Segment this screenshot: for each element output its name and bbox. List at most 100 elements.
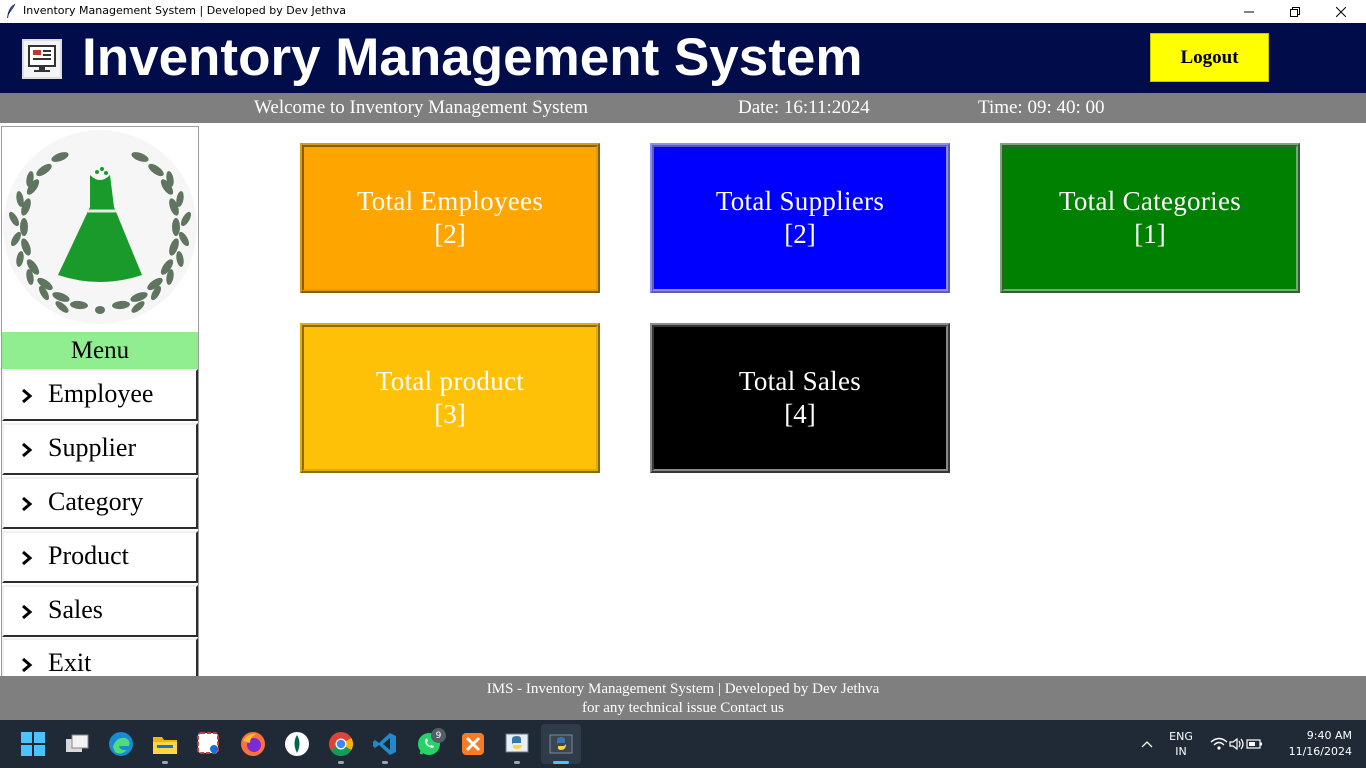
clock-date: 11/16/2024 (1288, 745, 1352, 758)
chevron-right-icon (22, 604, 33, 620)
card-value: [3] (434, 399, 466, 429)
left-menu: Menu Employee Supplier Category Product … (1, 126, 199, 676)
tk-feather-icon (7, 3, 16, 18)
card-title: Total Sales (738, 366, 862, 396)
welcome-text: Welcome to Inventory Management System (254, 97, 589, 118)
chevron-right-icon (22, 657, 33, 673)
menu-item-sales[interactable]: Sales (2, 585, 198, 637)
taskbar-file-explorer[interactable] (151, 730, 179, 758)
menu-item-employee[interactable]: Employee (2, 369, 198, 421)
menu-item-product[interactable]: Product (2, 531, 198, 583)
taskbar-snipping-tool[interactable] (195, 730, 223, 758)
card-total-product: Total product [3] (300, 323, 600, 473)
logout-button[interactable]: Logout (1150, 33, 1269, 82)
clock[interactable]: 9:40 AM 11/16/2024 (1284, 729, 1352, 758)
minimize-icon (1244, 11, 1254, 12)
window-titlebar: Inventory Management System | Developed … (0, 0, 1366, 23)
volume-icon (1229, 737, 1244, 751)
card-title: Total Suppliers (715, 186, 885, 216)
vscode-icon (373, 733, 396, 755)
language-indicator[interactable]: ENG IN (1166, 730, 1196, 758)
taskbar-xampp[interactable] (459, 730, 487, 758)
taskbar-chrome[interactable] (327, 730, 355, 758)
taskbar-python-app[interactable] (547, 730, 575, 758)
app-title: Inventory Management System (82, 28, 863, 87)
close-button[interactable] (1318, 0, 1364, 23)
clock-time: 9:40 AM (1306, 729, 1352, 742)
minimize-button[interactable] (1226, 0, 1272, 23)
chevron-right-icon (22, 550, 33, 566)
menu-item-label: Exit (48, 648, 92, 676)
file-explorer-icon (153, 737, 177, 754)
card-title: Total Categories (1058, 186, 1242, 216)
language-code: ENG (1169, 730, 1193, 743)
task-view-button[interactable] (63, 730, 91, 758)
taskbar-edge[interactable] (107, 730, 135, 758)
language-region: IN (1175, 745, 1187, 758)
taskbar-python-idle[interactable] (503, 730, 531, 758)
card-value: [2] (434, 219, 466, 249)
windows-start-button[interactable] (19, 730, 47, 758)
chevron-right-icon (22, 388, 33, 404)
chevron-up-icon (1141, 741, 1153, 748)
python-app-icon (549, 734, 573, 754)
card-total-suppliers: Total Suppliers [2] (650, 143, 950, 293)
chevron-right-icon (22, 442, 33, 458)
restore-icon (1290, 6, 1300, 17)
taskbar-firefox[interactable] (239, 730, 267, 758)
time-text: Time: 09: 40: 00 (978, 97, 1105, 118)
taskbar-mongodb-compass[interactable] (283, 730, 311, 758)
quick-settings-button[interactable] (1207, 730, 1267, 758)
menu-item-label: Product (48, 541, 129, 570)
menu-item-exit[interactable]: Exit (2, 638, 198, 676)
mongodb-compass-icon (285, 732, 309, 756)
card-value: [4] (784, 399, 816, 429)
menu-heading: Menu (2, 332, 198, 369)
running-indicator (162, 761, 168, 764)
running-indicator (338, 761, 344, 764)
status-bar: Welcome to Inventory Management System D… (0, 93, 1366, 123)
chrome-icon (329, 732, 354, 757)
battery-icon (1246, 739, 1262, 749)
menu-logo (2, 127, 198, 332)
xampp-icon (462, 733, 484, 755)
close-icon (1336, 6, 1346, 17)
taskbar-vscode[interactable] (371, 730, 399, 758)
app-logo (22, 39, 62, 79)
menu-item-label: Sales (48, 595, 103, 624)
dress-laurel-logo (3, 130, 197, 324)
window-title: Inventory Management System | Developed … (23, 4, 347, 17)
running-indicator (514, 761, 520, 764)
running-indicator (382, 761, 388, 764)
task-view-icon (66, 734, 89, 752)
card-value: [2] (784, 219, 816, 249)
app-footer: IMS - Inventory Management System | Deve… (0, 676, 1366, 720)
inventory-monitor-icon (28, 45, 56, 72)
python-idle-icon (505, 733, 529, 753)
windows-taskbar: 9 ENG IN 9:40 AM 11/16/2024 (0, 720, 1366, 768)
date-text: Date: 16:11:2024 (738, 97, 870, 118)
menu-item-label: Employee (48, 379, 154, 408)
menu-item-supplier[interactable]: Supplier (2, 423, 198, 475)
whatsapp-badge: 9 (431, 728, 446, 743)
windows-start-icon (21, 732, 45, 756)
app-header: Inventory Management System Logout (0, 23, 1366, 93)
firefox-icon (241, 732, 265, 756)
wifi-icon (1210, 737, 1228, 750)
show-hidden-icons-button[interactable] (1137, 730, 1157, 758)
menu-item-label: Category (48, 487, 144, 516)
footer-line-1: IMS - Inventory Management System | Deve… (486, 681, 880, 697)
card-total-sales: Total Sales [4] (650, 323, 950, 473)
card-title: Total product (375, 366, 525, 396)
chevron-right-icon (22, 496, 33, 512)
footer-line-2: for any technical issue Contact us (581, 700, 785, 716)
active-indicator (553, 761, 569, 764)
card-total-categories: Total Categories [1] (1000, 143, 1300, 293)
edge-icon (109, 732, 133, 756)
restore-button[interactable] (1272, 0, 1318, 23)
card-title: Total Employees (356, 186, 544, 216)
card-value: [1] (1134, 219, 1166, 249)
menu-item-label: Supplier (48, 433, 137, 462)
card-total-employees: Total Employees [2] (300, 143, 600, 293)
menu-item-category[interactable]: Category (2, 477, 198, 529)
